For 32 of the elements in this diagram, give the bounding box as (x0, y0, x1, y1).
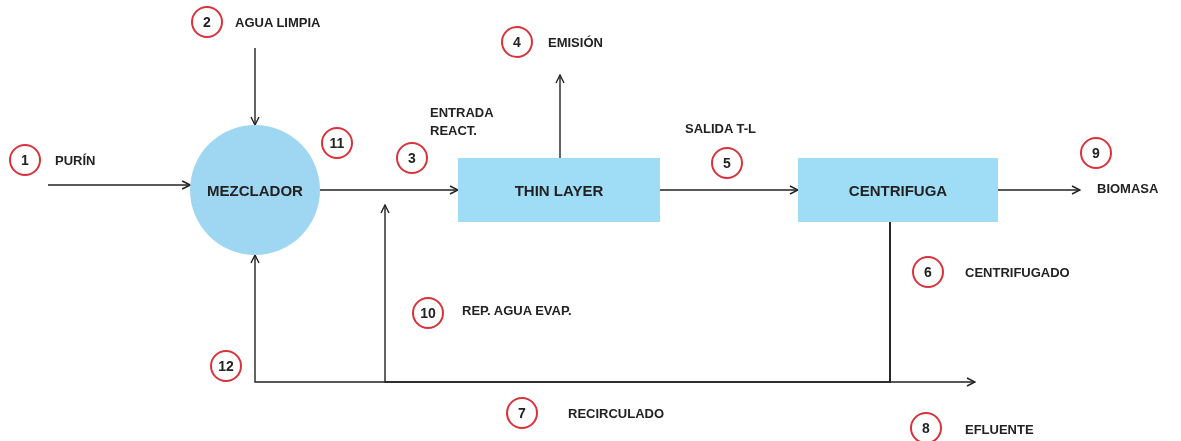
arrow (555, 74, 565, 159)
stream-label: AGUA LIMPIA (235, 14, 321, 32)
callout-number: 11 (321, 127, 353, 159)
arrow (250, 47, 260, 126)
callout-number: 10 (412, 297, 444, 329)
arrow (47, 180, 191, 190)
process-box: THIN LAYER (458, 158, 660, 222)
callout-number: 1 (9, 144, 41, 176)
arrow (997, 185, 1081, 195)
stream-label: SALIDA T-L (685, 120, 756, 138)
stream-label: EMISIÓN (548, 34, 603, 52)
stream-label: BIOMASA (1097, 180, 1159, 198)
callout-number: 12 (210, 350, 242, 382)
arrow (319, 185, 459, 195)
stream-label: RECIRCULADO (568, 405, 665, 423)
stream-label: EFLUENTE (965, 421, 1034, 439)
callout-number: 6 (912, 256, 944, 288)
arrow (659, 185, 799, 195)
callout-number: 4 (501, 26, 533, 58)
process-box: CENTRIFUGA (798, 158, 998, 222)
stream-label: CENTRIFUGADO (965, 264, 1070, 282)
mixer-circle: MEZCLADOR (190, 125, 320, 255)
stream-label: REP. AGUA EVAP. (462, 302, 572, 320)
callout-number: 8 (910, 412, 942, 441)
callout-number: 3 (396, 142, 428, 174)
callout-number: 2 (191, 6, 223, 38)
stream-label: ENTRADA REACT. (430, 104, 495, 140)
stream-label: PURÍN (55, 152, 96, 170)
callout-number: 7 (506, 397, 538, 429)
callout-number: 5 (711, 147, 743, 179)
arrow (380, 204, 891, 383)
callout-number: 9 (1080, 137, 1112, 169)
